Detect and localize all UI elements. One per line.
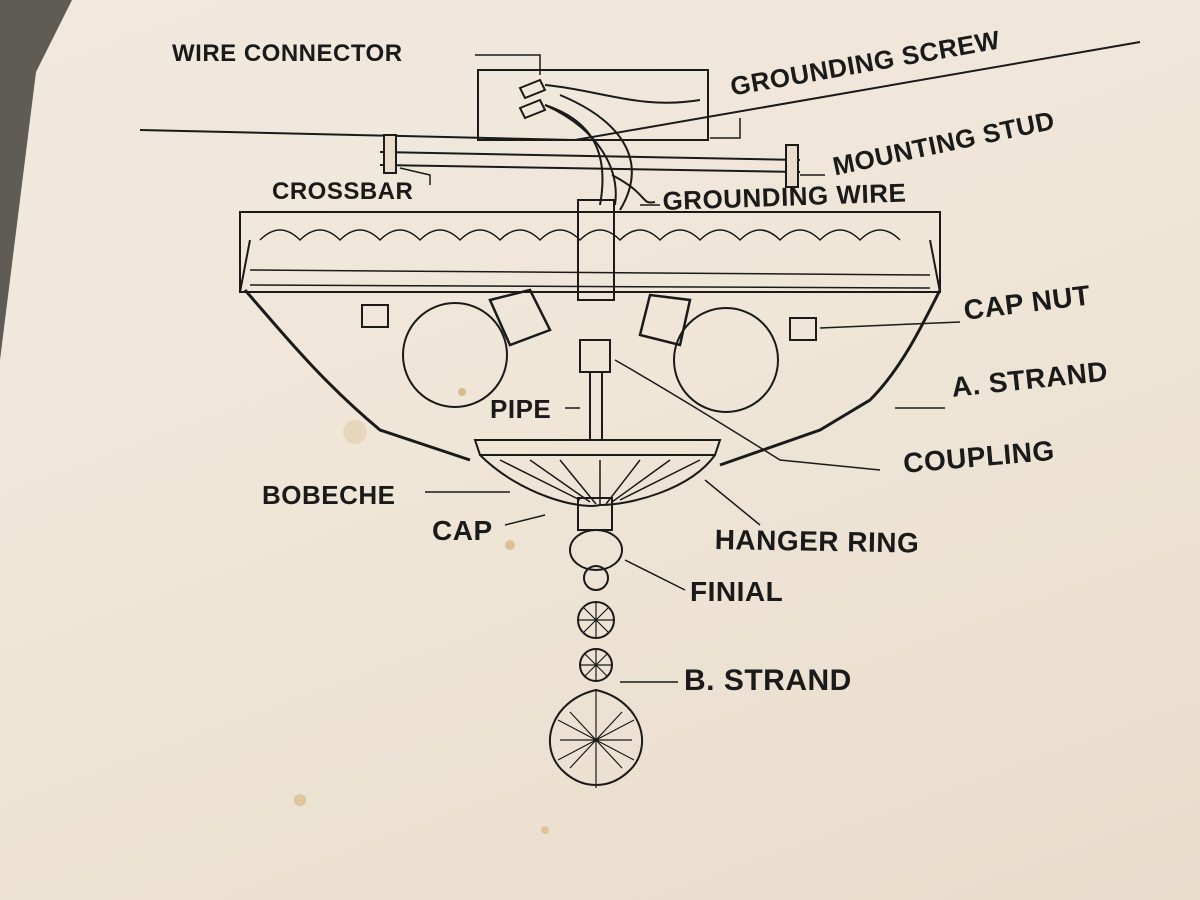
strand-a-right: [719, 289, 942, 467]
grounding-wire: [611, 174, 656, 204]
crossbar: [379, 151, 801, 173]
socket-left: [488, 288, 552, 347]
hanger-ring-label: HANGER RING: [714, 524, 920, 559]
finial: [569, 529, 623, 571]
cap-nut-left: [361, 304, 389, 328]
finial-ring: [583, 565, 609, 591]
pipe-label: PIPE: [490, 394, 552, 424]
coupling: [579, 339, 611, 373]
canopy: [239, 211, 941, 293]
socket-right: [638, 293, 692, 347]
wire-connector-top: [518, 78, 547, 100]
finial-label: FINIAL: [690, 576, 784, 607]
wire-connector-label: WIRE CONNECTOR: [172, 40, 403, 67]
bobeche: [473, 439, 722, 456]
mounting-stud-right: [785, 144, 799, 188]
outlet-box: [477, 69, 709, 141]
strand-a-left: [243, 289, 471, 462]
crossbar-label: CROSSBAR: [272, 178, 414, 205]
mounting-stud-left: [383, 134, 397, 174]
wire-connector-bottom: [518, 98, 547, 120]
cap-nut-right: [789, 317, 817, 341]
b-strand-label: B. STRAND: [684, 664, 852, 697]
pipe: [589, 372, 603, 440]
bulb-right: [673, 307, 779, 413]
center-column: [577, 199, 615, 301]
bulb-left: [402, 302, 508, 408]
cap-label: CAP: [432, 515, 493, 546]
bobeche-label: BOBECHE: [262, 480, 396, 510]
